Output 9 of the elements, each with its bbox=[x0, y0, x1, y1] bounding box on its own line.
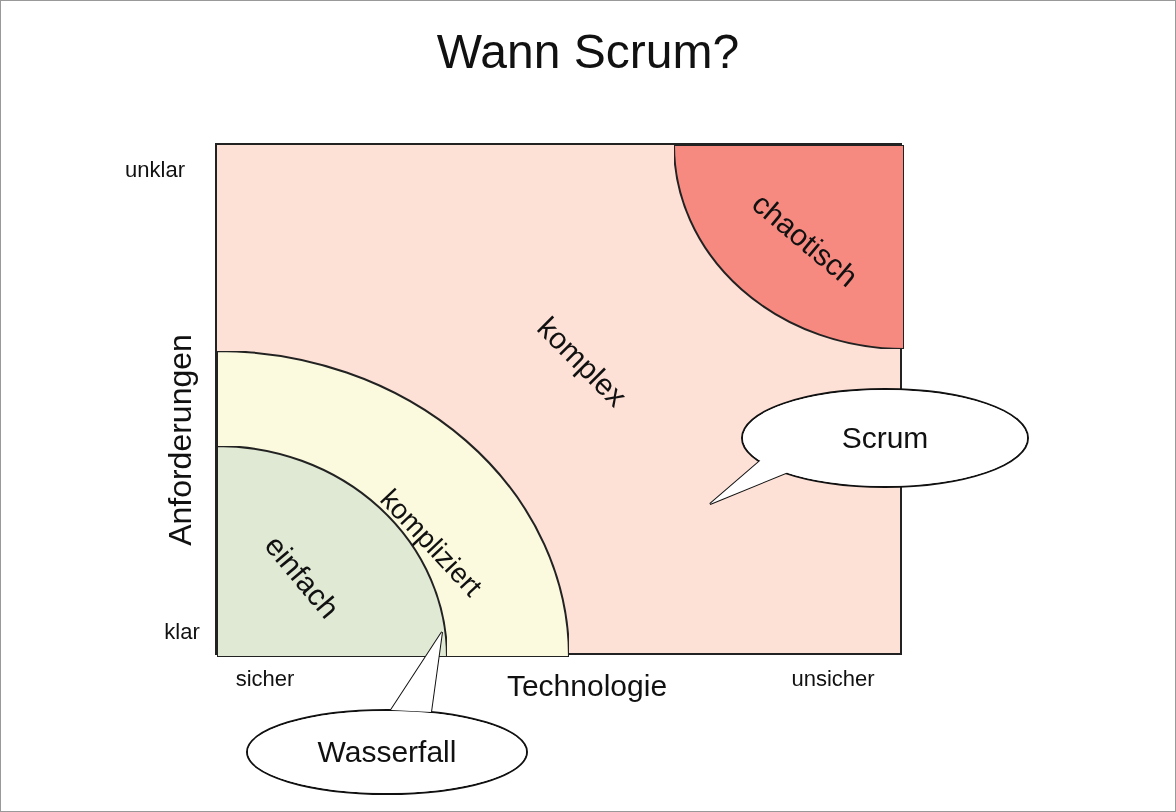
bubble-text: Wasserfall bbox=[317, 737, 457, 767]
title: Wann Scrum? bbox=[435, 28, 741, 76]
axis-label: unsicher bbox=[791, 668, 875, 690]
axis-label: Anforderungen bbox=[164, 334, 196, 546]
axis-label: Technologie bbox=[506, 671, 668, 701]
axis-label: klar bbox=[164, 621, 200, 643]
axis-label: unklar bbox=[125, 159, 185, 181]
bubble-text: Scrum bbox=[841, 423, 929, 453]
axis-label: sicher bbox=[235, 668, 295, 690]
